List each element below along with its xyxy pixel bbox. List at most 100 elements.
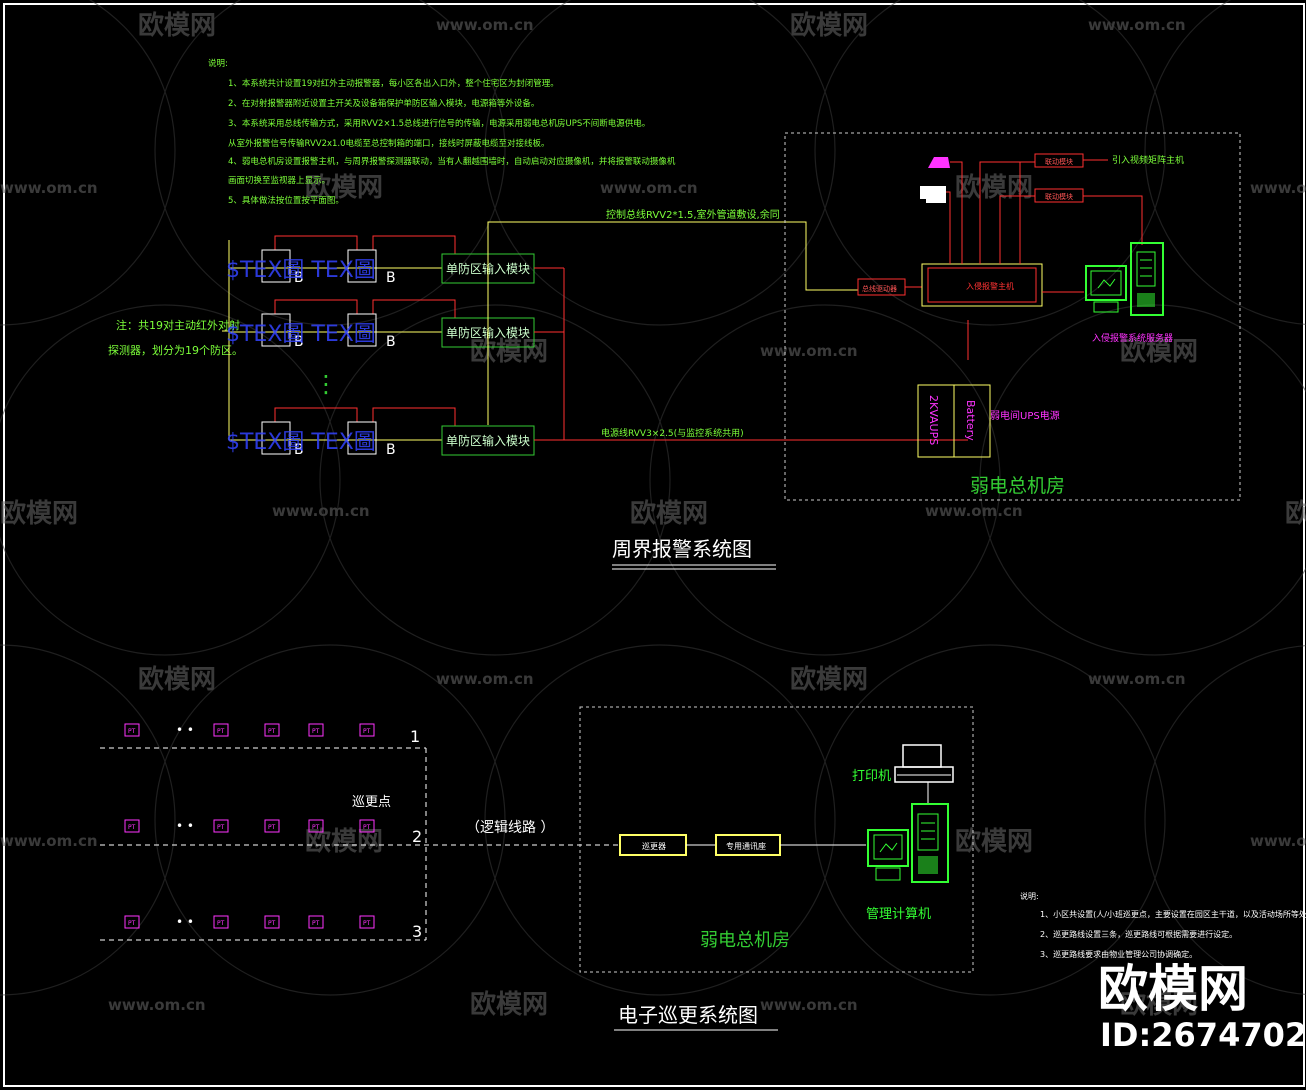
detector-b-label: B [294, 270, 304, 286]
side-note-line: 探测器，划分为19个防区。 [108, 343, 243, 357]
keyboard-icon-base [926, 199, 946, 203]
watermark-arc [484, 0, 836, 326]
patrol-point-tag: PT [363, 728, 371, 735]
patrol-point-tag: PT [217, 824, 225, 831]
workstation-label: 入侵报警系统服务器 [1092, 332, 1173, 344]
bus-label: 控制总线RVV2*1.5,室外管道敷设,余同 [606, 208, 780, 221]
detector-row: B B $TEX圖 TEX圖 单防区输入模块 [226, 407, 535, 458]
watermark-brand: 欧模网 [955, 826, 1033, 857]
watermark-brand: 欧模网 [955, 172, 1033, 203]
wire [999, 195, 1035, 264]
patrol-point-tag: PT [268, 728, 276, 735]
ups-note-label: 弱电间UPS电源 [990, 409, 1060, 422]
patrol-point-tag: PT [312, 728, 320, 735]
watermark-url: www.om.cn [1250, 179, 1306, 197]
control-room-label: 弱电总机房 [970, 475, 1065, 497]
row-red-wire [274, 235, 358, 250]
infrared-detector [347, 421, 377, 455]
corner-id-watermark: ID:2674702 [1100, 1016, 1306, 1054]
battery-label: Battery [964, 400, 977, 441]
patrol-dots: • • [176, 915, 194, 929]
patrol-point-tag: PT [312, 920, 320, 927]
patrol-point-tag: PT [128, 920, 136, 927]
power-label: 电源线RVV3×2.5(与监控系统共用) [601, 427, 744, 439]
watermark-brand: 欧模网 [1120, 989, 1198, 1020]
patrol-notes: 说明: 1、小区共设置(人/小班巡更点，主要设置在园区主干道，以及活动场所等处。… [1020, 891, 1306, 959]
watermark-brand: 欧模网 [630, 498, 708, 529]
patrol-point-marker [264, 819, 280, 833]
perimeter-note-line: 3、本系统采用总线传输方式，采用RVV2×1.5总线进行信号的传输，电源采用弱电… [228, 118, 650, 129]
patrol-point-marker [124, 819, 140, 833]
patrol-point-tag: PT [363, 824, 371, 831]
perimeter-note-line: 5、具体做法按位置按平面图。 [228, 195, 344, 206]
bus-driver-label: 总线驱动器 [862, 284, 897, 293]
patrol-point-tag: PT [363, 920, 371, 927]
infrared-detector [261, 421, 291, 455]
row-red-wire [372, 407, 456, 426]
perimeter-note-line: 4、弱电总机房设置报警主机，与周界报警探测器联动，当有人翻越围墙时，自动启动对应… [228, 156, 676, 167]
watermark-arc [0, 304, 341, 656]
patrol-point-marker [124, 723, 140, 737]
watermark-arc [0, 644, 176, 996]
patrol-room-label: 弱电总机房 [700, 930, 790, 951]
patrol-points-label: 巡更点 [352, 795, 391, 810]
tex-block-label: $TEX圖 TEX圖 [226, 430, 376, 455]
watermark-arc [154, 644, 506, 996]
patrol-point-tag: PT [128, 728, 136, 735]
patrol-point-tag: PT [268, 824, 276, 831]
workstation-computer-icon [1085, 242, 1164, 316]
patrol-row-number: 2 [412, 827, 422, 846]
patrol-point-marker [359, 915, 375, 929]
watermark-arc [1144, 644, 1306, 996]
control-room-boundary [784, 132, 1241, 501]
patrol-note-line: 2、巡更路线设置三条，巡更路线可根据需要进行设定。 [1040, 929, 1237, 939]
watermark-arc [814, 644, 1166, 996]
logic-line-label: （逻辑线路 ） [466, 820, 554, 836]
patrol-point-marker [264, 723, 280, 737]
perimeter-side-note: 注：共19对主动红外对射 探测器，划分为19个防区。 [108, 318, 243, 357]
detector-b-label: B [294, 442, 304, 458]
patrol-row-number: 1 [410, 727, 420, 746]
patrol-note-line: 1、小区共设置(人/小班巡更点，主要设置在园区主干道，以及活动场所等处。 [1040, 909, 1306, 919]
side-note-line: 注：共19对主动红外对射 [116, 318, 240, 332]
patrol-point-marker [308, 819, 324, 833]
alarm-host-inner [927, 267, 1037, 303]
patrol-point-marker [213, 819, 229, 833]
watermark-arc [0, 0, 176, 326]
patrol-reader-label: 巡更器 [642, 841, 666, 851]
watermark-brand: 欧模网 [470, 989, 548, 1020]
watermark-url: www.om.cn [436, 670, 534, 688]
alert-light-icon [928, 157, 950, 168]
wire [979, 161, 1035, 264]
infrared-detector [261, 313, 291, 347]
patrol-point-tag: PT [217, 728, 225, 735]
perimeter-note-line: 画面切换至监视器上显示。 [228, 175, 330, 186]
watermark-arc [319, 304, 671, 656]
patrol-point-marker [308, 723, 324, 737]
watermark-arc [649, 304, 1001, 656]
watermark-brand: 欧模网 [305, 172, 383, 203]
watermark-layer: 欧模网欧模网欧模网欧模网欧模网欧模网欧模网欧模网欧模网欧模网欧模网欧模网欧模网欧… [0, 0, 1306, 1020]
watermark-arc [484, 644, 836, 996]
patrol-room-boundary [579, 706, 974, 973]
zone-input-module-label: 单防区输入模块 [446, 433, 530, 448]
wire [950, 161, 963, 264]
row-red-wire [372, 235, 456, 254]
perimeter-title: 周界报警系统图 [612, 537, 752, 561]
watermark-brand: 欧模网 [790, 10, 868, 41]
watermark-url: www.om.cn [436, 16, 534, 34]
detector-b-label: B [386, 442, 396, 458]
watermark-brand: 欧模网 [0, 498, 78, 529]
ups-label: 2KVAUPS [927, 395, 940, 445]
patrol-point-marker [308, 915, 324, 929]
watermark-brand: 欧模网 [1285, 498, 1306, 529]
patrol-point-marker [359, 723, 375, 737]
detector-b-label: B [386, 334, 396, 350]
patrol-point-marker [213, 915, 229, 929]
tex-block-label: $TEX圖 TEX圖 [226, 258, 376, 283]
patrol-dots: • • [176, 723, 194, 737]
watermark-brand: 欧模网 [470, 336, 548, 367]
watermark-url: www.om.cn [0, 179, 98, 197]
printer-icon [894, 744, 954, 783]
